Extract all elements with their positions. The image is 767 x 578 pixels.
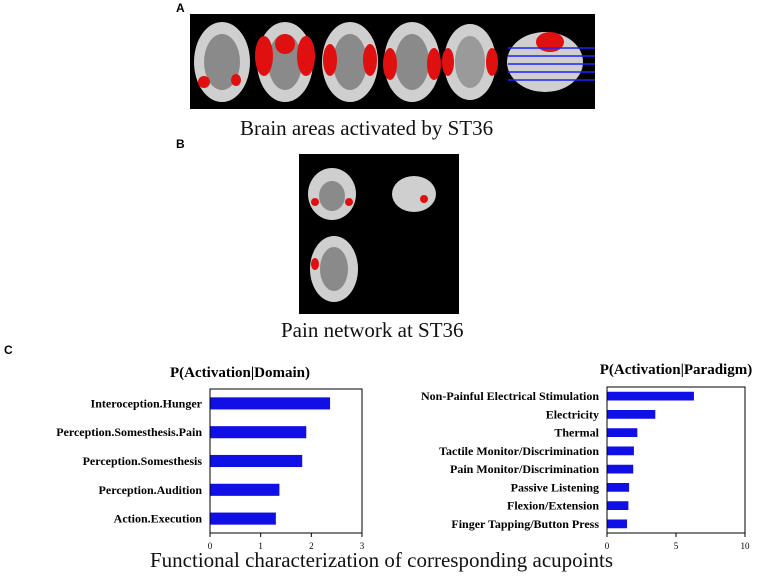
x-tick-label: 3	[360, 541, 365, 550]
plot-frame	[606, 386, 746, 534]
category-label: Perception.Audition	[99, 483, 203, 497]
pain-sagittal-slice	[392, 176, 436, 212]
caption-panel-c: Functional characterization of correspon…	[150, 548, 614, 572]
category-label: Flexion/Extension	[507, 499, 599, 513]
x-tick-label: 5	[674, 541, 679, 551]
category-label: Tactile Monitor/Discrimination	[439, 444, 599, 458]
panel-a-letter: A	[176, 1, 185, 15]
bar	[607, 464, 634, 474]
category-label: Action.Execution	[114, 512, 203, 526]
category-label: Passive Listening	[511, 480, 599, 494]
bar	[210, 397, 331, 410]
category-label: Electricity	[546, 407, 599, 421]
x-tick-label: 0	[208, 541, 213, 550]
pain-axial-slice	[310, 236, 358, 302]
chart-title: P(Activation|Paradigm)	[600, 362, 752, 378]
x-tick-label: 0	[605, 541, 610, 551]
plot-frame	[209, 388, 363, 534]
category-label: Perception.Somesthesis	[83, 454, 203, 468]
category-label: Non-Painful Electrical Stimulation	[421, 389, 599, 403]
bar	[607, 519, 628, 529]
panel-b-letter: B	[176, 137, 185, 151]
category-label: Interoception.Hunger	[91, 396, 203, 410]
bar	[607, 391, 694, 401]
bar	[210, 426, 307, 439]
bar	[607, 501, 629, 511]
brain-slices-strip	[190, 14, 595, 109]
bar	[607, 409, 656, 419]
caption-panel-b: Pain network at ST36	[281, 318, 464, 342]
bar	[607, 428, 638, 438]
x-tick-label: 10	[741, 541, 751, 551]
panel-c-letter: C	[4, 343, 13, 357]
pain-network-slices	[308, 168, 436, 302]
x-tick-label: 2	[309, 541, 314, 550]
category-label: Finger Tapping/Button Press	[451, 517, 599, 531]
chart-title: P(Activation|Domain)	[170, 365, 310, 381]
x-tick-label: 1	[258, 541, 263, 550]
bar	[607, 482, 630, 492]
pain-network-image	[299, 154, 459, 314]
domain-bar-chart: P(Activation|Domain) Interoception.Hunge…	[56, 365, 365, 550]
brain-slice-3	[322, 22, 378, 102]
category-label: Perception.Somesthesis.Pain	[56, 425, 202, 439]
caption-panel-a: Brain areas activated by ST36	[240, 116, 494, 140]
brain-slice-5	[442, 24, 498, 100]
pain-coronal-slice	[308, 168, 356, 220]
bar	[210, 512, 276, 525]
paradigm-bar-chart: P(Activation|Paradigm) Non-Painful Elect…	[421, 362, 752, 551]
bar	[210, 454, 303, 468]
brain-slice-1	[194, 22, 250, 102]
brain-slices-image	[194, 22, 595, 102]
bar	[210, 483, 280, 496]
category-label: Thermal	[554, 426, 599, 440]
brain-slice-4	[383, 22, 441, 102]
bar	[607, 446, 634, 456]
brain-sagittal-view	[507, 32, 595, 92]
category-label: Pain Monitor/Discrimination	[450, 462, 599, 476]
brain-slice-2	[255, 22, 315, 102]
